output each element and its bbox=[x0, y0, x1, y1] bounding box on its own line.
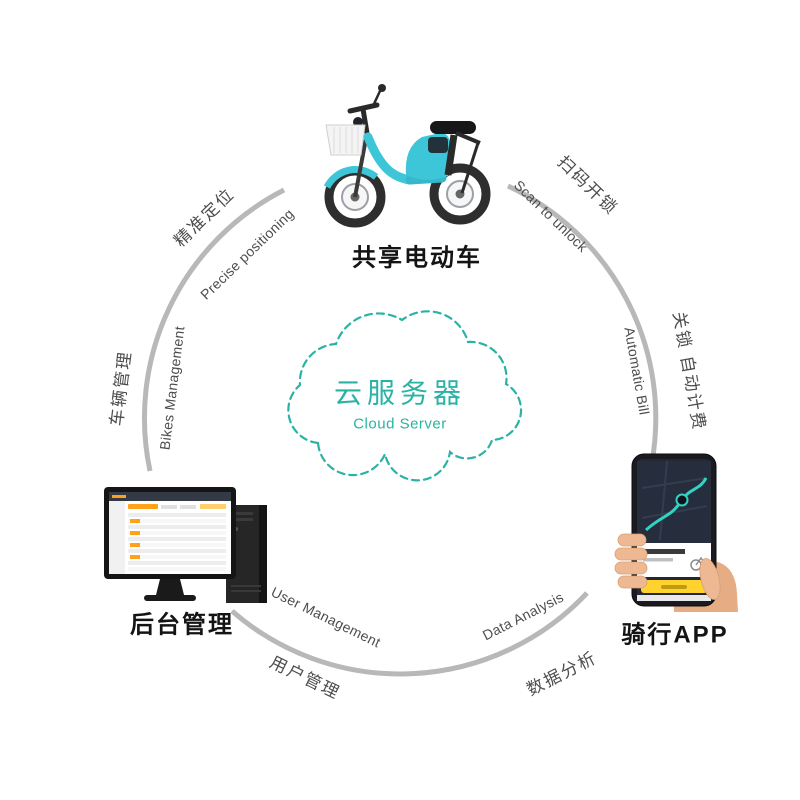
node-label-riding-app: 骑行APP bbox=[621, 621, 729, 649]
phone-hand-icon bbox=[614, 453, 738, 612]
arc-segment-left bbox=[141, 187, 286, 472]
arc-segment-bottom bbox=[230, 591, 589, 677]
admin-computer-icon bbox=[104, 487, 267, 603]
cloud-server-text: 云服务器 Cloud Server bbox=[334, 372, 466, 433]
node-label-shared-ebike: 共享电动车 bbox=[352, 244, 482, 272]
arc-segment-right bbox=[506, 183, 659, 463]
cloud-subtitle: Cloud Server bbox=[353, 415, 447, 433]
ebike-icon bbox=[323, 84, 491, 228]
cloud-title: 云服务器 bbox=[333, 377, 467, 409]
circle-arc bbox=[141, 183, 659, 677]
cloud-server-icon bbox=[287, 310, 523, 482]
node-label-backoffice: 后台管理 bbox=[130, 611, 234, 639]
